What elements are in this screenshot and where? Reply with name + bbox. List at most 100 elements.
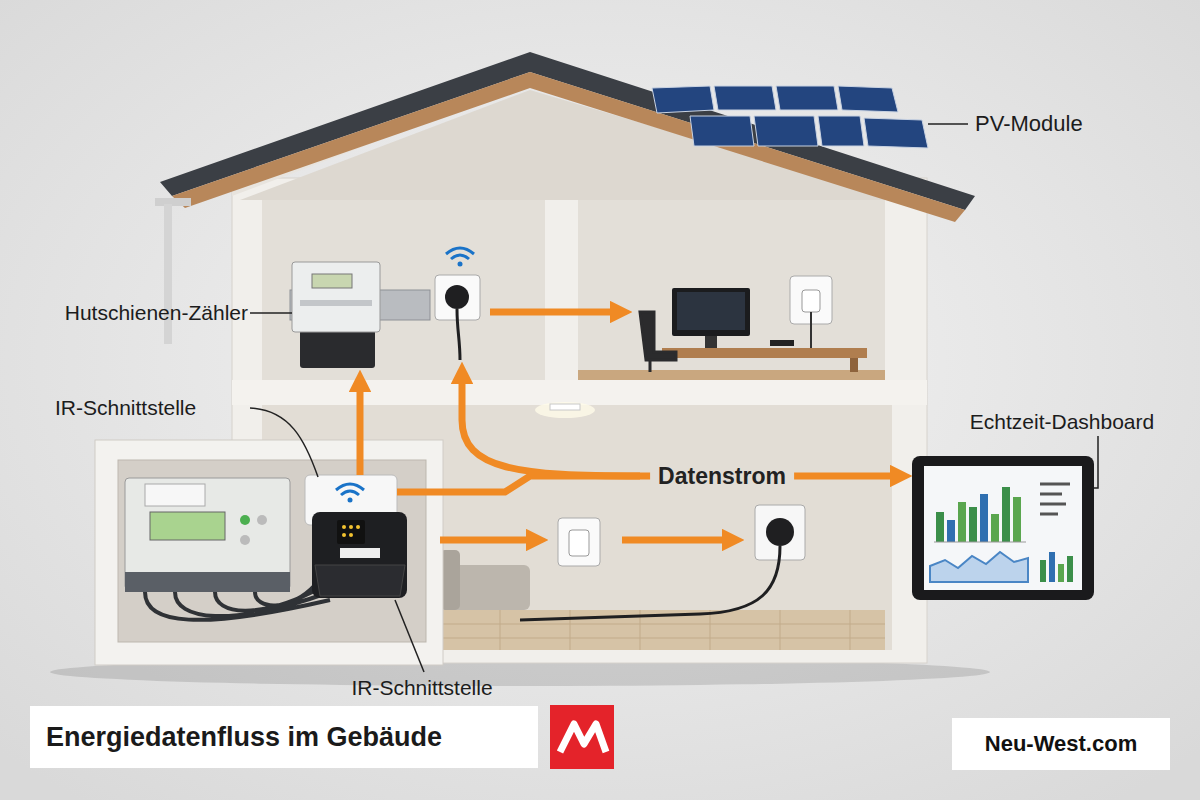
plug-cable: [520, 546, 780, 620]
reader-led: [349, 533, 353, 537]
upper-left-room: [262, 200, 545, 380]
brand-logo: [550, 705, 614, 769]
chart-bar: [1067, 556, 1073, 582]
tablet-screen: [924, 466, 1082, 590]
pv-panel: [652, 86, 714, 113]
reader-base: [315, 565, 405, 596]
leader-line: [250, 312, 292, 314]
node-label: Hutschienen-Zähler: [65, 300, 248, 326]
plug: [802, 290, 820, 312]
reader-led: [342, 533, 346, 537]
chart-bar: [1002, 487, 1010, 542]
monitor-screen: [677, 292, 745, 330]
chart-bar: [1013, 497, 1021, 542]
title-box: Energiedatenfluss im Gebäude: [30, 706, 538, 768]
wifi-dot: [348, 498, 353, 503]
office-chair: [640, 312, 676, 372]
reader-led: [342, 525, 346, 529]
site-watermark: Neu-West.com: [985, 731, 1137, 757]
diagram-title: Energiedatenfluss im Gebäude: [30, 722, 442, 753]
ir-reader: [312, 512, 407, 598]
monitor: [672, 288, 750, 336]
wall-socket: [558, 518, 600, 566]
leader-line: [1094, 436, 1098, 488]
pv-panel: [714, 86, 776, 110]
node-label: IR-Schnittstelle: [55, 395, 196, 421]
floor-slab: [232, 380, 927, 405]
pv-panel: [818, 116, 864, 146]
din-rail-meter: Hutschienen-Zähler: [288, 258, 433, 370]
chart-bar: [980, 494, 988, 542]
pv-panel: [754, 116, 818, 146]
data-flow-arrow: [357, 392, 364, 475]
flow-arrow: [490, 309, 610, 316]
component-label: PV-Module: [975, 111, 1083, 137]
logo-mark: [560, 724, 606, 752]
flow-arrow: [440, 537, 526, 544]
leader-line: [928, 123, 968, 125]
plug: [569, 530, 589, 556]
node-label: Echtzeit-Dashboard: [970, 409, 1154, 435]
meter-button: [257, 515, 267, 525]
chart-bar: [947, 520, 955, 542]
tablet: [912, 456, 1094, 600]
chart-bar: [958, 502, 966, 542]
wifi-icon: [446, 248, 474, 267]
meter-led: [240, 515, 250, 525]
data-flow-arrow: [397, 476, 890, 492]
flow-arrow: [622, 537, 722, 544]
meter-display: [312, 274, 352, 288]
pv-panel: [690, 116, 754, 146]
monitor-stand: [705, 336, 717, 348]
meter-plate: [145, 484, 205, 506]
flow-arrow: [462, 384, 640, 476]
meter-cabinet: [95, 440, 443, 665]
node-label: IR-Schnittstelle: [351, 675, 492, 701]
pv-panel: [776, 86, 838, 110]
chart-bar: [1040, 560, 1046, 582]
gutter: [155, 198, 191, 206]
meter-display: [150, 512, 225, 540]
bar-chart: [934, 487, 1026, 542]
ir-reader-device: IR-Schnittstelle: [312, 512, 407, 600]
plug-cable: [810, 312, 812, 348]
lamp-glow: [535, 402, 595, 418]
watermark-box: Neu-West.com: [952, 718, 1170, 770]
plug-cable: [457, 309, 460, 360]
wifi-icon: [336, 484, 364, 503]
wifi-arc: [336, 484, 364, 490]
desk: [662, 348, 867, 358]
din-meter: [292, 262, 380, 332]
dashboard-tablet: Echtzeit-Dashboard: [912, 456, 1094, 600]
meter-button: [240, 535, 250, 545]
upper-right-room: [578, 200, 885, 380]
desk-leg: [850, 358, 858, 372]
pv-panel: [864, 118, 928, 148]
chart-axis: [934, 542, 1026, 543]
leader-line: [395, 600, 424, 672]
area-chart: [930, 552, 1028, 582]
chart-bar: [936, 512, 944, 542]
roof-fascia: [172, 72, 965, 222]
reader-window: [337, 520, 365, 544]
chart-bar: [991, 514, 999, 542]
meter-terminals: [125, 572, 290, 592]
cabinet-inner: [118, 460, 426, 642]
pv-panel: [838, 86, 898, 112]
solar-panels: [652, 86, 928, 148]
leader-line: [250, 408, 318, 477]
reader-led: [356, 525, 360, 529]
chart-legend-lines: [1040, 484, 1070, 514]
ceiling-lamp: [550, 404, 580, 410]
wifi-dot: [458, 262, 463, 267]
keyboard: [770, 340, 794, 346]
meter-base: [300, 330, 375, 368]
chart-bar: [1049, 552, 1055, 582]
chart-bar: [1058, 564, 1064, 582]
ir-interface-module: IR-Schnittstelle: [305, 475, 397, 525]
wood-floor: [578, 370, 885, 380]
wifi-arc: [451, 255, 469, 259]
